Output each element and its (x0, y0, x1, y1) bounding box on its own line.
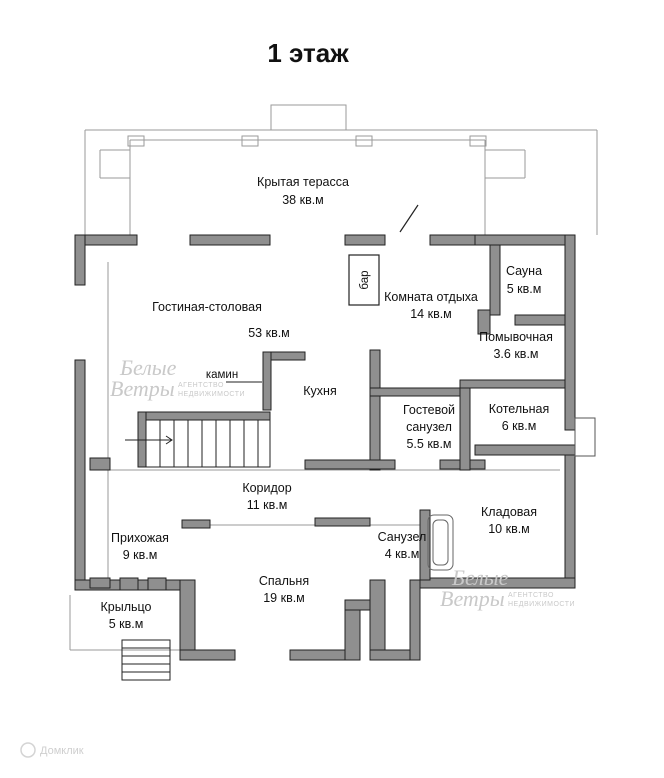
room-label-sauna: Сауна 5 кв.м (506, 264, 542, 296)
room-label-lounge: Комната отдыха 14 кв.м (384, 290, 478, 321)
svg-text:4 кв.м: 4 кв.м (385, 547, 420, 561)
room-label-boiler: Котельная 6 кв.м (489, 402, 550, 433)
svg-text:11 кв.м: 11 кв.м (247, 498, 288, 512)
svg-text:Котельная: Котельная (489, 402, 550, 416)
room-label-bar: бар (359, 270, 371, 289)
svg-text:НЕДВИЖИМОСТИ: НЕДВИЖИМОСТИ (178, 391, 245, 398)
svg-text:Белые: Белые (451, 565, 509, 590)
room-label-bath: Санузел 4 кв.м (378, 530, 427, 561)
interior-walls (89, 244, 576, 591)
svg-text:9 кв.м: 9 кв.м (123, 548, 158, 562)
svg-text:3.6 кв.м: 3.6 кв.м (493, 347, 538, 361)
svg-text:53 кв.м: 53 кв.м (248, 326, 290, 340)
svg-text:Гостевой: Гостевой (403, 403, 455, 417)
chimney (574, 417, 596, 457)
room-label-guest-wc: Гостевой санузел 5.5 кв.м (403, 403, 455, 451)
svg-text:Комната отдыха: Комната отдыха (384, 290, 478, 304)
room-label-bedroom: Спальня 19 кв.м (259, 574, 309, 605)
svg-text:5.5 кв.м: 5.5 кв.м (406, 437, 451, 451)
svg-text:Гостиная-столовая: Гостиная-столовая (152, 300, 262, 314)
svg-text:АГЕНТСТВО: АГЕНТСТВО (178, 382, 224, 389)
svg-text:Белые: Белые (119, 355, 177, 380)
svg-text:14 кв.м: 14 кв.м (410, 307, 452, 321)
room-label-corridor: Коридор 11 кв.м (242, 481, 291, 512)
domclick-logo-icon (20, 742, 36, 758)
porch-steps (121, 639, 171, 681)
svg-text:5 кв.м: 5 кв.м (109, 617, 144, 631)
exterior-walls (74, 234, 576, 661)
bar-counter (348, 254, 380, 306)
room-label-hall: Прихожая 9 кв.м (111, 531, 169, 562)
svg-text:Кладовая: Кладовая (481, 505, 537, 519)
room-label-porch: Крыльцо 5 кв.м (101, 600, 152, 631)
svg-text:Ветры: Ветры (110, 376, 175, 401)
room-label-wash: Помывочная 3.6 кв.м (479, 330, 553, 361)
bathtub (427, 514, 454, 571)
door-swing (399, 204, 419, 233)
svg-text:Санузел: Санузел (378, 530, 427, 544)
svg-text:АГЕНТСТВО: АГЕНТСТВО (508, 592, 554, 599)
svg-text:Прихожая: Прихожая (111, 531, 169, 545)
floor-title: 1 этаж (267, 38, 349, 68)
svg-text:Сауна: Сауна (506, 264, 542, 278)
footer-watermark: Домклик (20, 742, 84, 758)
svg-text:НЕДВИЖИМОСТИ: НЕДВИЖИМОСТИ (508, 601, 575, 608)
svg-text:Крытая терасса: Крытая терасса (257, 175, 349, 189)
room-label-fireplace: камин (206, 369, 238, 381)
svg-text:Ветры: Ветры (440, 586, 505, 611)
watermark-right: Белые Ветры АГЕНТСТВО НЕДВИЖИМОСТИ (440, 565, 575, 611)
room-label-storage: Кладовая 10 кв.м (481, 505, 537, 536)
svg-text:Спальня: Спальня (259, 574, 309, 588)
watermark-left: Белые Ветры АГЕНТСТВО НЕДВИЖИМОСТИ (110, 355, 245, 401)
staircase (125, 419, 271, 468)
svg-text:санузел: санузел (406, 420, 452, 434)
room-label-kitchen: Кухня (303, 384, 336, 398)
svg-text:19 кв.м: 19 кв.м (263, 591, 305, 605)
room-label-living: Гостиная-столовая 53 кв.м (152, 300, 290, 340)
terrace-outline (69, 104, 598, 651)
svg-text:Домклик: Домклик (40, 745, 84, 757)
svg-text:10 кв.м: 10 кв.м (488, 522, 530, 536)
svg-text:6 кв.м: 6 кв.м (502, 419, 537, 433)
svg-text:Помывочная: Помывочная (479, 330, 553, 344)
svg-text:5 кв.м: 5 кв.м (507, 282, 542, 296)
room-label-terrace: Крытая терасса 38 кв.м (257, 175, 349, 207)
svg-text:Крыльцо: Крыльцо (101, 600, 152, 614)
svg-text:Коридор: Коридор (242, 481, 291, 495)
svg-text:38 кв.м: 38 кв.м (282, 193, 324, 207)
